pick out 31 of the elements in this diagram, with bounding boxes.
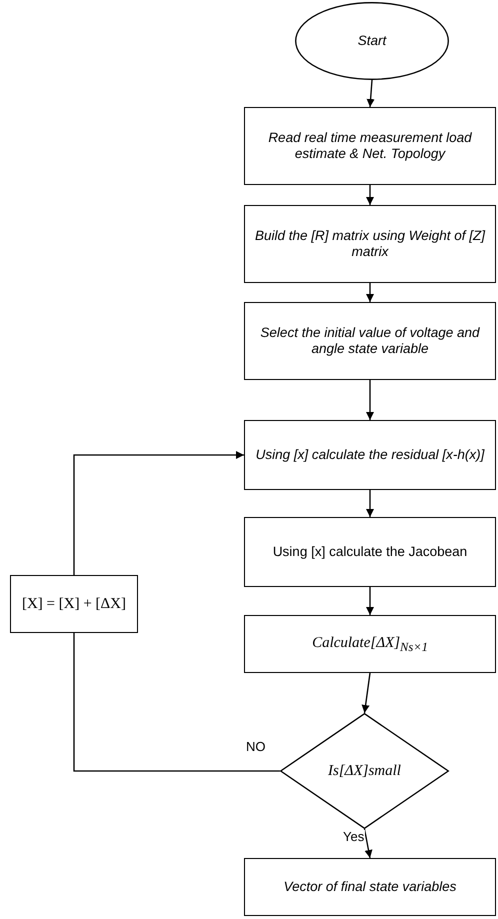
arrow bbox=[366, 283, 374, 302]
formula-text: Is[ΔX]small bbox=[327, 762, 402, 780]
step-text: Read real time measurement load estimate & Net. Topology bbox=[267, 130, 473, 162]
process-box bbox=[244, 420, 496, 490]
arrow bbox=[364, 828, 372, 858]
arrow bbox=[366, 587, 374, 615]
step-text: Select the initial value of voltage and angle state variable bbox=[259, 324, 481, 358]
arrow bbox=[366, 490, 374, 517]
arrow bbox=[366, 185, 374, 205]
process-box bbox=[244, 205, 496, 283]
process-box bbox=[244, 107, 496, 185]
step-text: Using [x] calculate the residual [x-h(x)] bbox=[254, 446, 486, 464]
step-text: Start bbox=[356, 32, 388, 50]
arrow bbox=[366, 80, 375, 108]
process-box bbox=[10, 575, 138, 633]
arrow bbox=[362, 672, 371, 714]
step-text: Build the [R] matrix using Weight of [Z] matrix bbox=[254, 228, 486, 260]
formula-text: Calculate[ΔX]$_{Ns×1}$ bbox=[311, 634, 429, 654]
process-box bbox=[244, 858, 496, 916]
start-terminal bbox=[295, 2, 449, 80]
step-text: Using [x] calculate the Jacobean bbox=[272, 544, 468, 560]
process-box bbox=[244, 615, 496, 673]
edge-label: NO bbox=[245, 740, 266, 754]
edge-label: Yes bbox=[342, 830, 366, 844]
process-box bbox=[244, 517, 496, 587]
process-box bbox=[244, 302, 496, 380]
formula-text: [X] = [X] + [ΔX] bbox=[20, 595, 128, 613]
step-text: Vector of final state variables bbox=[282, 878, 458, 896]
arrow bbox=[73, 451, 244, 575]
decision-diamond bbox=[280, 713, 449, 829]
arrow bbox=[366, 380, 374, 420]
